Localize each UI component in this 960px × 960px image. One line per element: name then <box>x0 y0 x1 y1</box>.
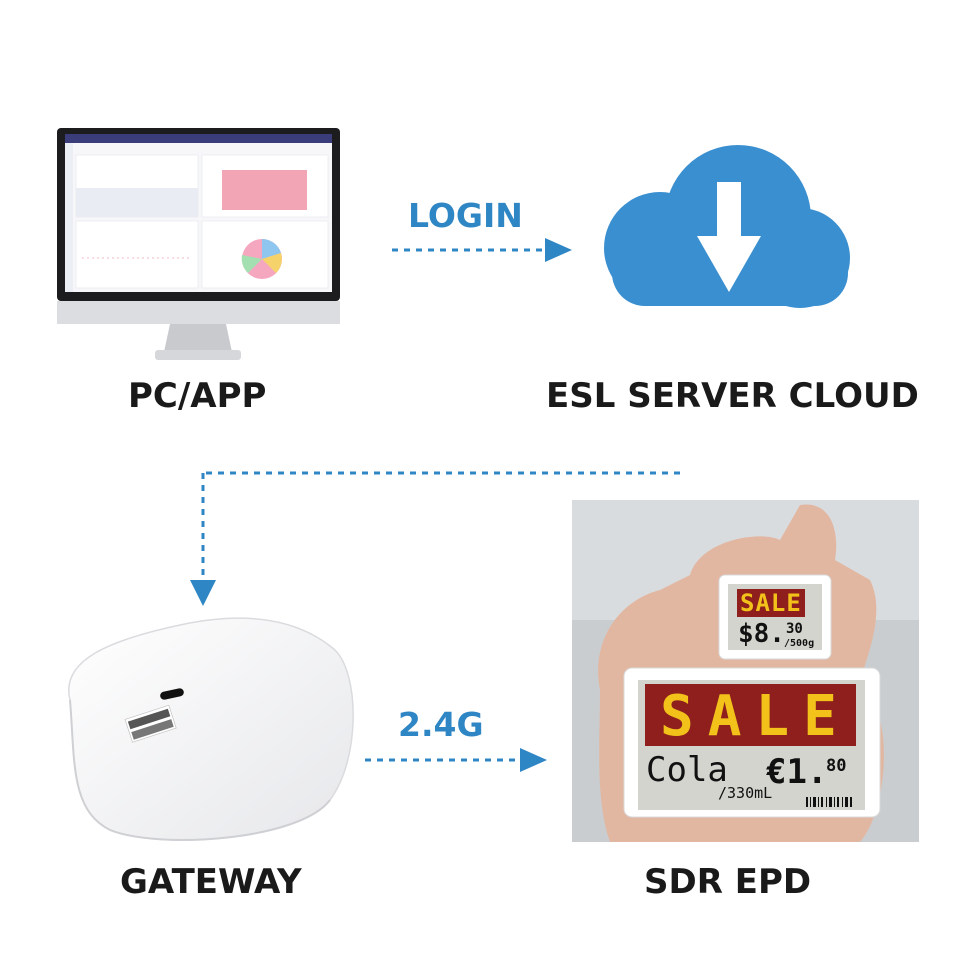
radio-arrow <box>365 748 547 772</box>
esl-server-cloud-label: ESL SERVER CLOUD <box>546 376 919 416</box>
large-tag-product: Cola <box>646 750 728 790</box>
large-tag-cents: 80 <box>826 756 847 776</box>
large-tag-size: /330mL <box>718 784 773 802</box>
login-arrow <box>392 238 572 262</box>
sdr-epd-label: SDR EPD <box>644 862 812 902</box>
small-tag-cents: 30 <box>786 621 803 637</box>
radio-label: 2.4G <box>398 705 484 744</box>
pc-app-label: PC/APP <box>128 376 267 416</box>
gateway-label: GATEWAY <box>120 862 302 902</box>
login-label: LOGIN <box>408 196 523 235</box>
large-tag-badge: SALE <box>660 684 851 749</box>
small-tag-unit: /500g <box>784 638 815 649</box>
small-tag-price: $8. <box>738 619 785 649</box>
cloud-to-gateway-arrow <box>190 471 680 606</box>
large-tag-price: €1. <box>766 752 828 792</box>
small-tag-badge: SALE <box>740 589 802 617</box>
